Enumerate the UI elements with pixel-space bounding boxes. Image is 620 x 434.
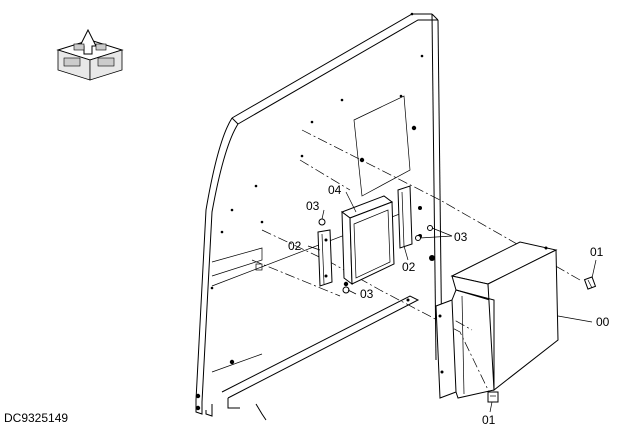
- callout-03-top: 03: [306, 199, 320, 213]
- callout-02-right: 02: [402, 260, 416, 274]
- cover-panel: [435, 241, 559, 399]
- callout-01-top: 01: [590, 245, 604, 259]
- callout-02-left: 02: [288, 239, 302, 253]
- callout-00: 00: [596, 315, 610, 329]
- bolt-top-right: [583, 276, 597, 290]
- callout-04: 04: [328, 183, 342, 197]
- callout-03-mid: 03: [360, 287, 374, 301]
- orientation-cube-icon: [56, 28, 124, 81]
- bracket-left: [317, 229, 333, 287]
- callout-01-bottom: 01: [482, 413, 496, 427]
- drawing-code: DC9325149: [4, 411, 68, 425]
- support-rail: [221, 295, 420, 421]
- callout-03-right: 03: [454, 230, 468, 244]
- bolt-bottom: [487, 391, 499, 403]
- bracket-right: [397, 185, 422, 249]
- leader-lines: [307, 191, 597, 413]
- controller-unit: [340, 195, 395, 287]
